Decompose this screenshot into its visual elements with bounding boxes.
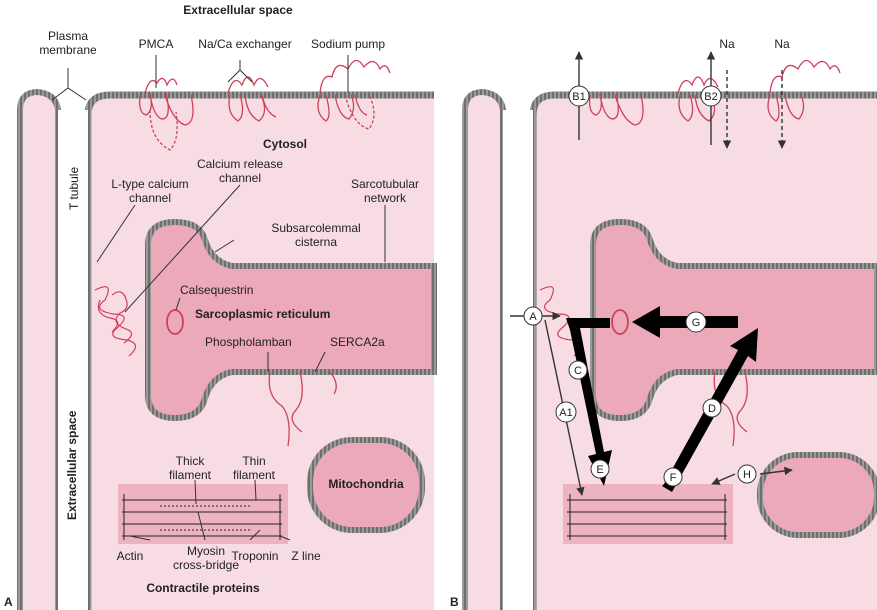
b-left-cell-membrane <box>462 88 506 610</box>
calcium-release-label-2: channel <box>219 171 261 185</box>
thin-filament-label-1: Thin <box>242 454 265 468</box>
serca2a-protein <box>268 371 337 447</box>
myosin-label-1: Myosin <box>187 544 225 558</box>
actin-label: Actin <box>117 549 144 563</box>
svg-text:B1: B1 <box>572 91 585 103</box>
phospholamban-label: Phospholamban <box>205 335 292 349</box>
extracellular-top-label: Extracellular space <box>183 3 293 17</box>
b-filament-lines <box>567 494 727 540</box>
leader-lines <box>51 55 386 541</box>
pmca-label: PMCA <box>139 37 174 51</box>
thin-filament-label-2: filament <box>233 468 276 482</box>
panel-b: B1 B2 A C A1 D E F G H Na Na B <box>450 37 877 610</box>
marker-a1: A1 <box>555 401 577 423</box>
sarcoplasmic-reticulum <box>145 218 437 422</box>
sodium-pump-label: Sodium pump <box>311 37 385 51</box>
marker-h: H <box>737 464 757 484</box>
svg-text:E: E <box>596 464 603 476</box>
marker-b1: B1 <box>568 85 590 107</box>
thick-filament-label-2: filament <box>169 468 212 482</box>
contractile-proteins-box <box>118 484 288 544</box>
plasma-membrane-label-2: membrane <box>39 43 97 57</box>
l-type-label-2: channel <box>129 191 171 205</box>
subsarcolemmal-label-2: cisterna <box>295 235 337 249</box>
svg-text:F: F <box>670 472 677 484</box>
marker-e: E <box>590 459 610 479</box>
svg-text:C: C <box>574 365 582 377</box>
thick-filament-label-1: Thick <box>176 454 206 468</box>
svg-text:A: A <box>529 311 537 323</box>
marker-f: F <box>663 467 683 487</box>
b-left-cell-cytosol <box>465 92 503 610</box>
sarcotubular-label-1: Sarcotubular <box>351 177 419 191</box>
exchanger-protein <box>227 76 277 122</box>
marker-d: D <box>702 398 722 418</box>
markers: B1 B2 A C A1 D E F G H <box>523 85 757 487</box>
b-contractile-box <box>563 484 733 544</box>
t-tubule-space <box>58 110 88 610</box>
na-label-1: Na <box>719 37 735 51</box>
arrow-c <box>566 318 612 486</box>
extracellular-side-label: Extracellular space <box>65 410 79 520</box>
b-serca-protein <box>713 371 748 447</box>
plasma-membrane-label-1: Plasma <box>48 29 88 43</box>
arrow-g <box>632 306 738 338</box>
sarcotubular-label-2: network <box>364 191 407 205</box>
myosin-label-2: cross-bridge <box>173 558 239 572</box>
mitochondria <box>307 437 425 533</box>
contractile-proteins-label: Contractile proteins <box>146 581 260 595</box>
svg-text:G: G <box>692 317 701 329</box>
b-membrane-proteins <box>588 59 841 126</box>
l-type-channel <box>94 286 137 357</box>
svg-text:D: D <box>708 403 716 415</box>
b-calsequestrin <box>611 309 629 335</box>
svg-text:A1: A1 <box>559 407 572 419</box>
svg-text:H: H <box>743 469 751 481</box>
l-type-label-1: L-type calcium <box>111 177 188 191</box>
calsequestrin <box>166 309 184 335</box>
panel-a-letter: A <box>4 595 13 609</box>
b-mitochondria <box>757 452 877 538</box>
marker-b2: B2 <box>700 85 722 107</box>
panel-a: Extracellular space Plasma membrane PMCA… <box>4 3 437 610</box>
na-label-2: Na <box>774 37 790 51</box>
panel-b-letter: B <box>450 595 459 609</box>
subsarcolemmal-label-1: Subsarcolemmal <box>271 221 360 235</box>
sodium-pump-protein <box>317 59 391 130</box>
filament-lines <box>122 494 282 540</box>
b-t-tubule-space <box>503 110 533 610</box>
left-cell-cytosol <box>20 92 58 610</box>
calcium-release-label-1: Calcium release <box>197 157 283 171</box>
serca2a-label: SERCA2a <box>330 335 385 349</box>
plasma-membrane <box>84 91 434 610</box>
marker-a: A <box>523 306 543 326</box>
pmca-protein <box>138 77 194 151</box>
z-line-label: Z line <box>291 549 321 563</box>
calsequestrin-label: Calsequestrin <box>180 283 253 297</box>
cytosol-label: Cytosol <box>263 137 307 151</box>
svg-text:B2: B2 <box>704 91 717 103</box>
exchanger-label: Na/Ca exchanger <box>198 37 291 51</box>
left-cell-membrane <box>17 88 61 610</box>
marker-g: G <box>685 311 707 333</box>
marker-c: C <box>568 360 588 380</box>
t-tubule-label: T tubule <box>67 167 81 210</box>
troponin-label: Troponin <box>232 549 279 563</box>
sr-label: Sarcoplasmic reticulum <box>195 307 330 321</box>
mitochondria-label: Mitochondria <box>328 477 404 491</box>
